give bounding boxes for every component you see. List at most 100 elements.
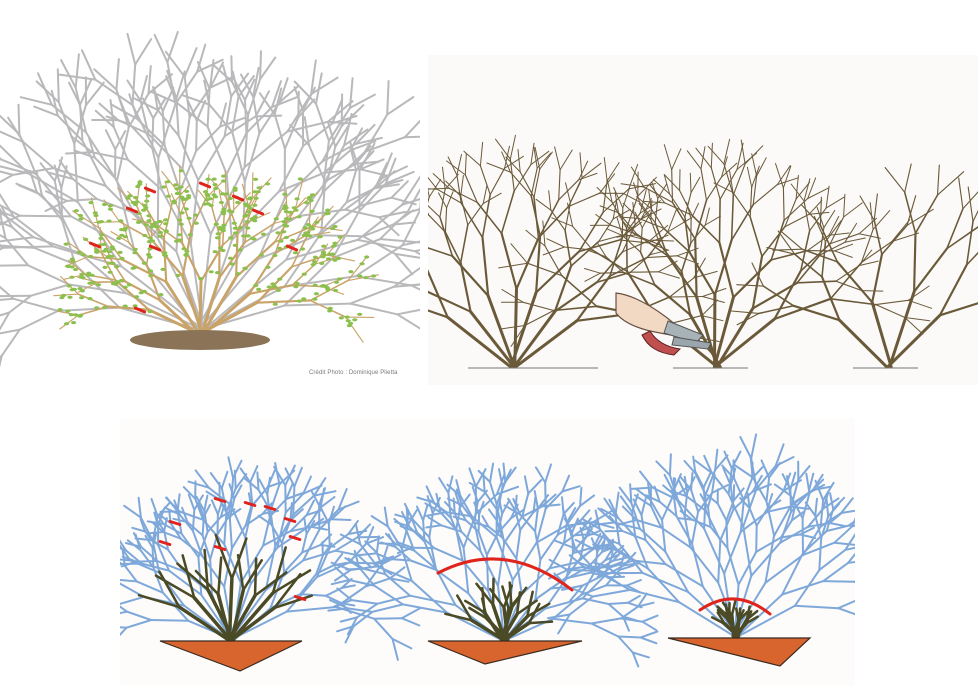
- removed-growth-branch: [685, 477, 688, 493]
- removed-growth-branch: [735, 465, 753, 477]
- leaf: [67, 284, 72, 287]
- removed-growth-branch: [436, 570, 468, 593]
- removed-growth-branch: [481, 551, 499, 586]
- removed-growth-branch: [726, 520, 727, 548]
- removed-growth-branch: [434, 548, 462, 560]
- leaf: [311, 263, 316, 266]
- bare-branch: [874, 194, 877, 220]
- removed-growth-branch: [127, 612, 151, 620]
- bare-branch: [627, 228, 628, 271]
- old-growth-branch: [231, 56, 232, 82]
- leaf: [165, 180, 170, 183]
- leaf: [132, 251, 137, 254]
- soil-mound: [130, 330, 270, 350]
- leaf: [177, 233, 182, 236]
- leaf: [108, 208, 113, 211]
- leaf: [123, 305, 128, 308]
- bare-branch: [496, 139, 511, 159]
- bare-branch: [890, 292, 915, 367]
- leaf: [238, 248, 243, 251]
- removed-growth-branch: [767, 478, 770, 502]
- leaf: [327, 309, 332, 312]
- removed-growth-branch: [628, 596, 640, 603]
- pruned-stem: [529, 622, 552, 624]
- removed-growth-branch: [208, 517, 221, 532]
- bare-branch: [523, 302, 554, 310]
- removed-growth-branch: [336, 537, 358, 551]
- old-growth-branch: [397, 308, 420, 315]
- removed-growth-branch: [609, 577, 624, 578]
- bare-branch: [549, 191, 551, 211]
- removed-growth-branch: [765, 555, 803, 583]
- cut-mark: [215, 547, 225, 550]
- leaf: [149, 225, 154, 228]
- bare-branch: [490, 168, 504, 194]
- leaf: [233, 244, 238, 247]
- old-growth-branch: [387, 81, 388, 115]
- leaf: [246, 210, 251, 213]
- removed-growth-branch: [630, 590, 679, 602]
- leaf: [224, 192, 229, 195]
- leaf: [148, 274, 153, 277]
- old-growth-branch: [405, 136, 420, 137]
- old-growth-branch: [158, 110, 179, 136]
- leaf: [71, 321, 76, 324]
- leaf: [66, 265, 71, 268]
- bare-branch: [672, 316, 702, 324]
- soil-wedge-3: [668, 638, 810, 666]
- new-growth-branch: [164, 238, 166, 282]
- bare-branch: [480, 166, 490, 195]
- leaf: [116, 237, 121, 240]
- old-growth-branch: [387, 97, 413, 115]
- bare-branch: [771, 220, 784, 260]
- leaf: [246, 234, 251, 237]
- old-growth-branch: [135, 39, 151, 64]
- removed-growth-branch: [365, 541, 377, 552]
- old-growth-branch: [380, 239, 420, 242]
- leaf: [245, 226, 250, 229]
- old-growth-branch: [82, 50, 95, 79]
- removed-growth-branch: [618, 637, 640, 638]
- removed-growth-branch: [441, 525, 461, 531]
- removed-growth-branch: [615, 493, 618, 516]
- removed-growth-branch: [718, 504, 727, 521]
- leaf: [235, 201, 240, 204]
- removed-growth-branch: [535, 509, 538, 532]
- leaf: [253, 215, 258, 218]
- leaf: [277, 247, 282, 250]
- leaf: [70, 260, 75, 263]
- leaf: [287, 218, 292, 221]
- pruned-stem: [229, 579, 232, 640]
- leaf: [252, 204, 257, 207]
- new-growth-branch: [78, 294, 108, 306]
- bare-branch: [569, 193, 600, 206]
- leaf: [253, 178, 258, 181]
- bare-branch: [826, 197, 844, 208]
- leaf: [253, 284, 258, 287]
- bare-branch: [861, 242, 892, 263]
- leaf: [107, 250, 112, 253]
- bare-branch: [600, 272, 623, 273]
- bare-branch: [429, 215, 445, 232]
- removed-growth-branch: [627, 580, 641, 586]
- old-growth-branch: [21, 97, 52, 105]
- leaf: [164, 229, 169, 232]
- leaf: [137, 180, 142, 183]
- leaf: [198, 277, 203, 280]
- leaf: [214, 223, 219, 226]
- bare-branch: [452, 256, 488, 296]
- pruning-levels-svg: [120, 418, 855, 686]
- removed-growth-branch: [823, 563, 848, 581]
- removed-growth-branch: [222, 472, 228, 488]
- leaf: [73, 268, 78, 271]
- removed-growth-branch: [662, 520, 665, 552]
- removed-growth-branch: [516, 530, 520, 559]
- removed-growth-branch: [426, 525, 441, 527]
- bare-branch: [536, 252, 579, 293]
- removed-growth-branch: [224, 512, 226, 545]
- leaf: [119, 279, 124, 282]
- leaf: [325, 288, 330, 291]
- pruned-stem: [255, 573, 286, 596]
- old-growth-branch: [152, 118, 153, 148]
- removed-growth-branch: [834, 543, 855, 546]
